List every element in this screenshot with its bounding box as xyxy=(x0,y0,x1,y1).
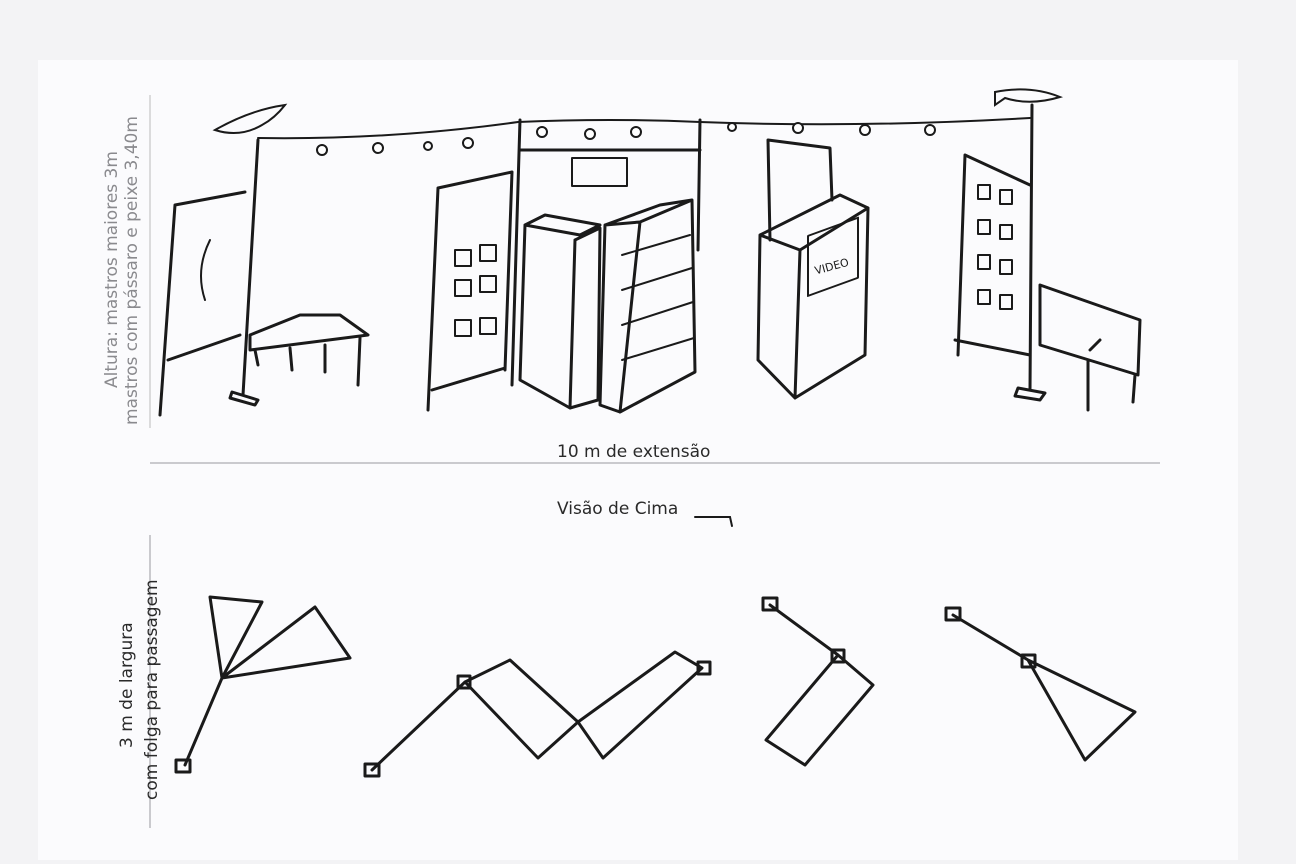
height-note-line2: mastros com pássaro e peixe 3,40m xyxy=(122,116,142,425)
width-note-line1: 3 m de largura xyxy=(117,622,137,748)
bookshelf xyxy=(598,198,697,414)
bird-figure xyxy=(212,103,288,135)
center-left-panel xyxy=(426,170,514,412)
bird-mast xyxy=(228,138,260,407)
right-panel xyxy=(953,153,1032,357)
cabinet-left xyxy=(518,213,602,410)
length-label: 10 m de extensão xyxy=(557,442,711,462)
width-note-line2: com folga para passagem xyxy=(142,579,162,800)
height-note-line1: Altura: mastros maiores 3m xyxy=(102,151,122,388)
view-arrow xyxy=(694,516,733,527)
light-bulbs xyxy=(316,122,936,156)
plan-title: Visão de Cima xyxy=(557,499,679,519)
fish-mast xyxy=(1013,103,1047,402)
video-totem xyxy=(756,138,870,400)
light-string xyxy=(257,117,1031,140)
left-panel xyxy=(158,190,247,417)
plan-group-1 xyxy=(174,595,352,774)
plan-group-2 xyxy=(363,650,712,778)
center-arch xyxy=(510,118,702,387)
video-sketch-text: VIDEO xyxy=(813,256,850,278)
low-table-right xyxy=(1038,283,1142,412)
low-table-left xyxy=(248,313,370,387)
plan-group-3 xyxy=(761,596,875,767)
plan-group-4 xyxy=(944,606,1137,762)
fish-figure xyxy=(994,88,1064,107)
